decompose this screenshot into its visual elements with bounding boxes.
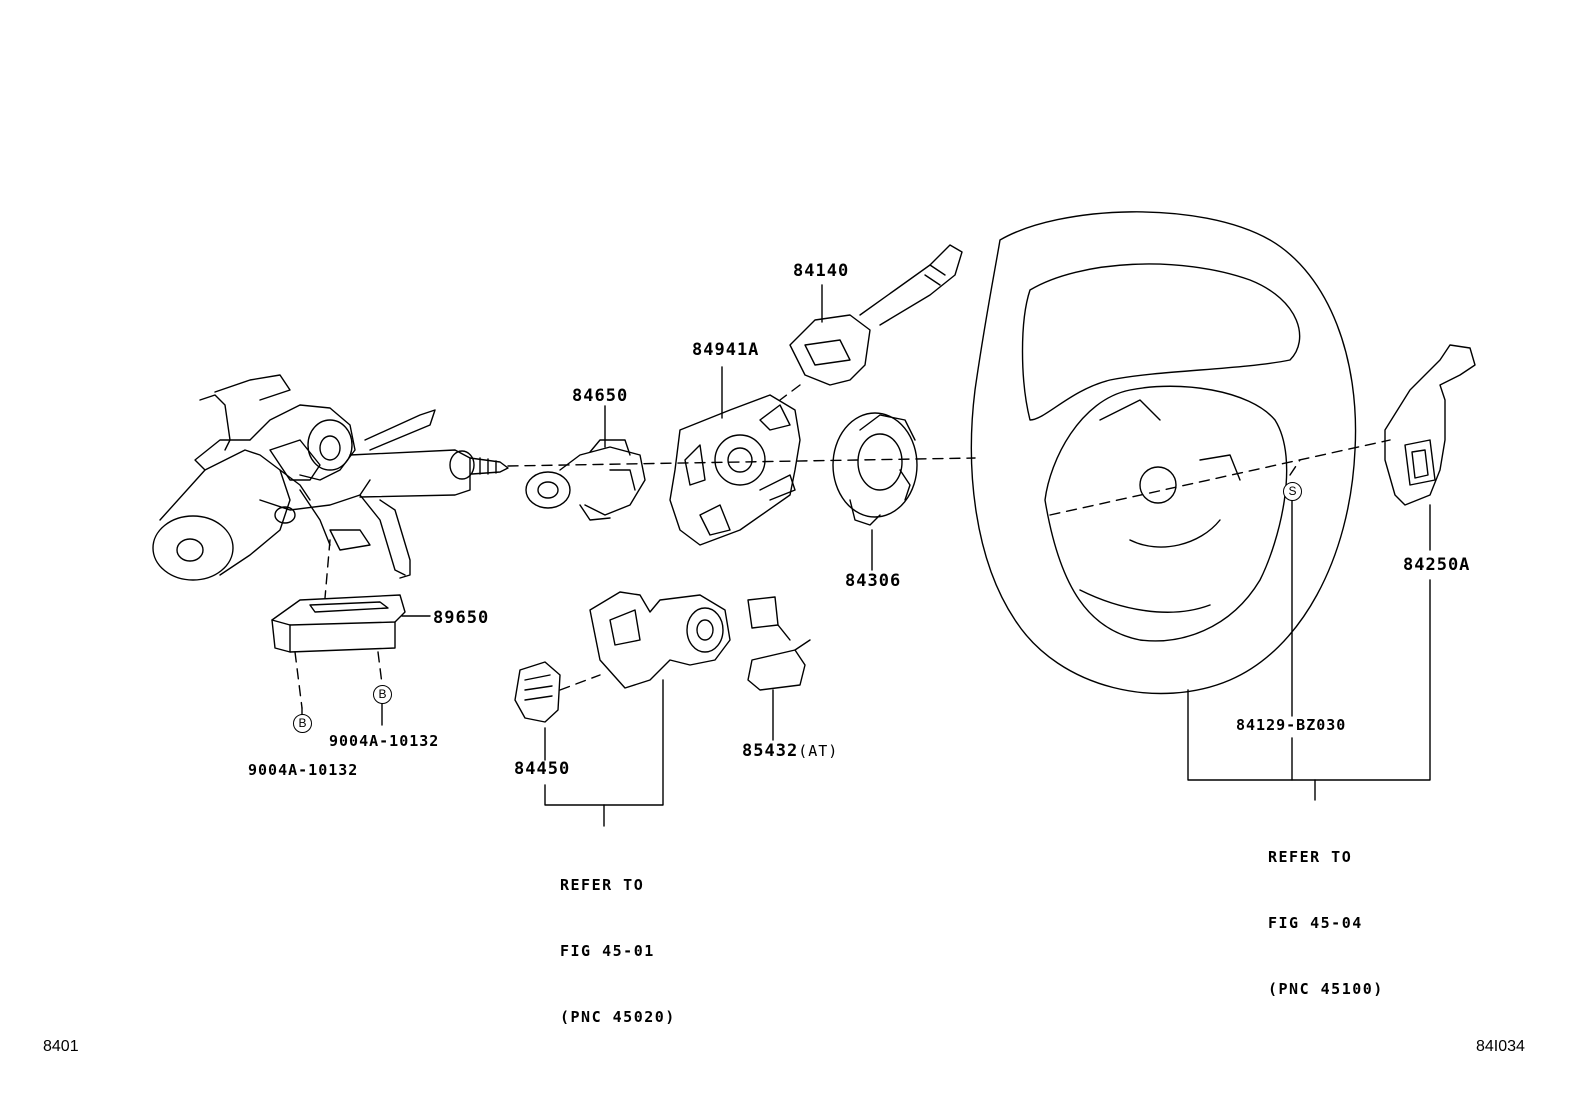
steering-wheel (970, 211, 1357, 695)
part-label-84650: 84650 (572, 386, 629, 406)
part-label-9004A-10132-right: 9004A-10132 (329, 732, 440, 750)
ref2-line3: (PNC 45100) (1268, 980, 1384, 998)
steering-column-assembly (152, 374, 471, 581)
stalk-switch-84140 (789, 244, 963, 386)
spiral-cable-84306 (832, 412, 918, 526)
part-label-9004A-10132-left: 9004A-10132 (248, 761, 359, 779)
part-label-84306: 84306 (845, 571, 902, 591)
part-label-84941A: 84941A (692, 340, 760, 360)
pad-switch-84250A (1384, 344, 1476, 506)
part-label-89650: 89650 (433, 608, 490, 628)
part-label-84250A: 84250A (1403, 555, 1471, 575)
marker-s: S (1283, 482, 1302, 501)
leader-lines (301, 284, 1431, 827)
ref1-line2: FIG 45-01 (560, 942, 655, 960)
ecu-module-89650 (271, 594, 406, 653)
ref1-line1: REFER TO (560, 876, 645, 894)
part-label-84140: 84140 (793, 261, 850, 281)
part-label-84450: 84450 (514, 759, 571, 779)
part-number-85432: 85432 (742, 741, 799, 761)
part-note-at: (AT) (798, 742, 839, 760)
reference-note-fig-45-01: REFER TO FIG 45-01 (PNC 45020) (560, 830, 676, 1050)
ref2-line2: FIG 45-04 (1268, 914, 1363, 932)
reference-note-fig-45-04: REFER TO FIG 45-04 (PNC 45100) (1268, 802, 1384, 1022)
ref1-line3: (PNC 45020) (560, 1008, 676, 1026)
corner-code-right: 84I034 (1476, 1038, 1525, 1055)
ignition-lock-assembly (589, 591, 731, 689)
marker-b-right: B (373, 685, 392, 704)
ref2-line1: REFER TO (1268, 848, 1353, 866)
part-label-84129-BZ030: 84129-BZ030 (1236, 716, 1347, 734)
switch-84650 (525, 439, 646, 521)
part-label-85432: 85432(AT) (742, 743, 838, 760)
combination-switch-84941A (669, 394, 801, 546)
marker-b-left: B (293, 714, 312, 733)
dashed-alignment-lines (294, 384, 1391, 709)
corner-code-left: 8401 (43, 1038, 79, 1055)
switch-84450 (514, 661, 561, 723)
steering-shaft (449, 450, 509, 480)
switch-85432 (747, 596, 811, 691)
